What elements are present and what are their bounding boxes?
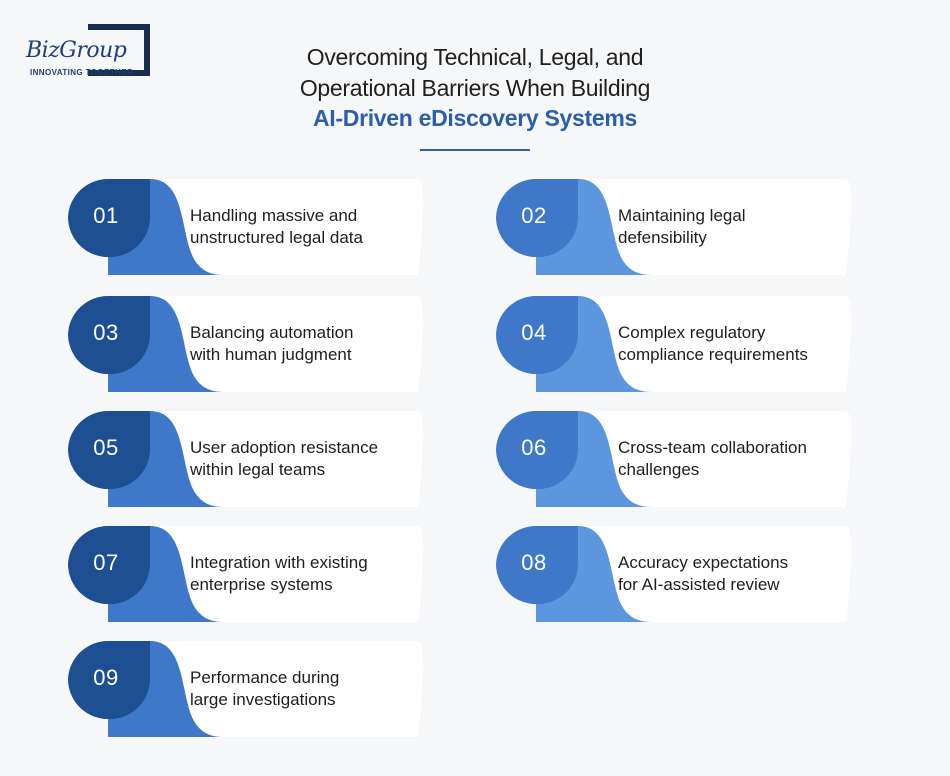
logo-tagline: INNOVATING TOGETHER: [30, 68, 134, 77]
title-line-1: Overcoming Technical, Legal, and: [306, 44, 644, 70]
number-badge: [68, 411, 150, 490]
number-badge: [68, 296, 150, 375]
logo-frame: [88, 24, 150, 76]
card-text-background: [576, 411, 851, 507]
card-text-background: [148, 296, 423, 392]
item-text-line-1: Complex regulatory: [618, 323, 766, 342]
item-text: Accuracy expectations for AI-assisted rev…: [618, 552, 854, 596]
barrier-card-04: 04 Complex regulatory compliance requireme…: [496, 296, 856, 392]
item-text-line-1: Handling massive and: [190, 206, 358, 225]
card-shape: [496, 179, 851, 275]
item-text: Integration with existing enterprise syst…: [190, 552, 426, 596]
item-text-line-2: large investigations: [190, 690, 336, 709]
card-shape: [68, 296, 423, 392]
card-text-background: [576, 526, 851, 622]
item-text-line-2: challenges: [618, 460, 700, 479]
item-number: 09: [93, 665, 119, 690]
card-shape: [496, 526, 851, 622]
barrier-card-07: 07 Integration with existing enterprise sy…: [68, 526, 428, 622]
barrier-card-01: 01 Handling massive and unstructured legal…: [68, 179, 428, 275]
item-text: Balancing automation with human judgment: [190, 322, 426, 366]
item-number: 02: [521, 203, 547, 228]
item-text-line-2: within legal teams: [190, 460, 326, 479]
barrier-card-05: 05 User adoption resistance within legal t…: [68, 411, 428, 507]
card-shape: [68, 411, 423, 507]
number-badge: [496, 526, 578, 605]
item-text: Performance during large investigations: [190, 667, 426, 711]
item-text-line-1: Accuracy expectations: [618, 553, 789, 572]
number-badge: [496, 296, 578, 375]
card-shape: [68, 641, 423, 737]
card-shape: [496, 411, 851, 507]
item-text: Maintaining legal defensibility: [618, 205, 854, 249]
number-badge: [496, 179, 578, 258]
item-text-line-2: enterprise systems: [190, 575, 333, 594]
item-text-line-1: User adoption resistance: [190, 438, 379, 457]
card-text-background: [148, 526, 423, 622]
title-line-2: Operational Barriers When Building: [299, 75, 651, 101]
card-text-background: [576, 179, 851, 275]
item-number: 06: [521, 435, 547, 460]
card-shape: [496, 296, 851, 392]
item-text-line-2: for AI-assisted review: [618, 575, 780, 594]
barrier-card-09: 09 Performance during large investigations: [68, 641, 428, 737]
item-text-line-1: Cross-team collaboration: [618, 438, 807, 457]
item-number: 03: [93, 320, 119, 345]
barrier-card-06: 06 Cross-team collaboration challenges: [496, 411, 856, 507]
barrier-card-02: 02 Maintaining legal defensibility: [496, 179, 856, 275]
item-number: 05: [93, 435, 119, 460]
item-text: Complex regulatory compliance requirement…: [618, 322, 854, 366]
number-badge: [68, 179, 150, 258]
barrier-card-08: 08 Accuracy expectations for AI-assisted r…: [496, 526, 856, 622]
number-badge: [496, 411, 578, 490]
item-text-line-2: unstructured legal data: [190, 228, 363, 247]
card-text-background: [148, 411, 423, 507]
logo-wordmark: BizGroup: [26, 38, 129, 64]
brand-logo: BizGroup INNOVATING TOGETHER: [24, 24, 159, 84]
item-text-line-1: Maintaining legal: [618, 206, 746, 225]
number-badge: [68, 641, 150, 720]
barrier-card-03: 03 Balancing automation with human judgmen…: [68, 296, 428, 392]
item-text: User adoption resistance within legal tea…: [190, 437, 426, 481]
card-text-background: [148, 641, 423, 737]
title-line-3: AI-Driven eDiscovery Systems: [313, 105, 637, 131]
item-text-line-1: Performance during: [190, 668, 340, 687]
item-text-line-1: Integration with existing: [190, 553, 368, 572]
item-text: Cross-team collaboration challenges: [618, 437, 854, 481]
item-number: 04: [521, 320, 547, 345]
item-number: 01: [93, 203, 119, 228]
item-text-line-2: defensibility: [618, 228, 707, 247]
item-text-line-2: compliance requirements: [618, 345, 808, 364]
card-text-background: [148, 179, 423, 275]
title-underline: [420, 149, 530, 151]
card-text-background: [576, 296, 851, 392]
item-text-line-2: with human judgment: [190, 345, 352, 364]
card-shape: [68, 526, 423, 622]
number-badge: [68, 526, 150, 605]
item-text: Handling massive and unstructured legal d…: [190, 205, 426, 249]
item-number: 08: [521, 550, 547, 575]
item-number: 07: [93, 550, 119, 575]
item-text-line-1: Balancing automation: [190, 323, 354, 342]
card-shape: [68, 179, 423, 275]
